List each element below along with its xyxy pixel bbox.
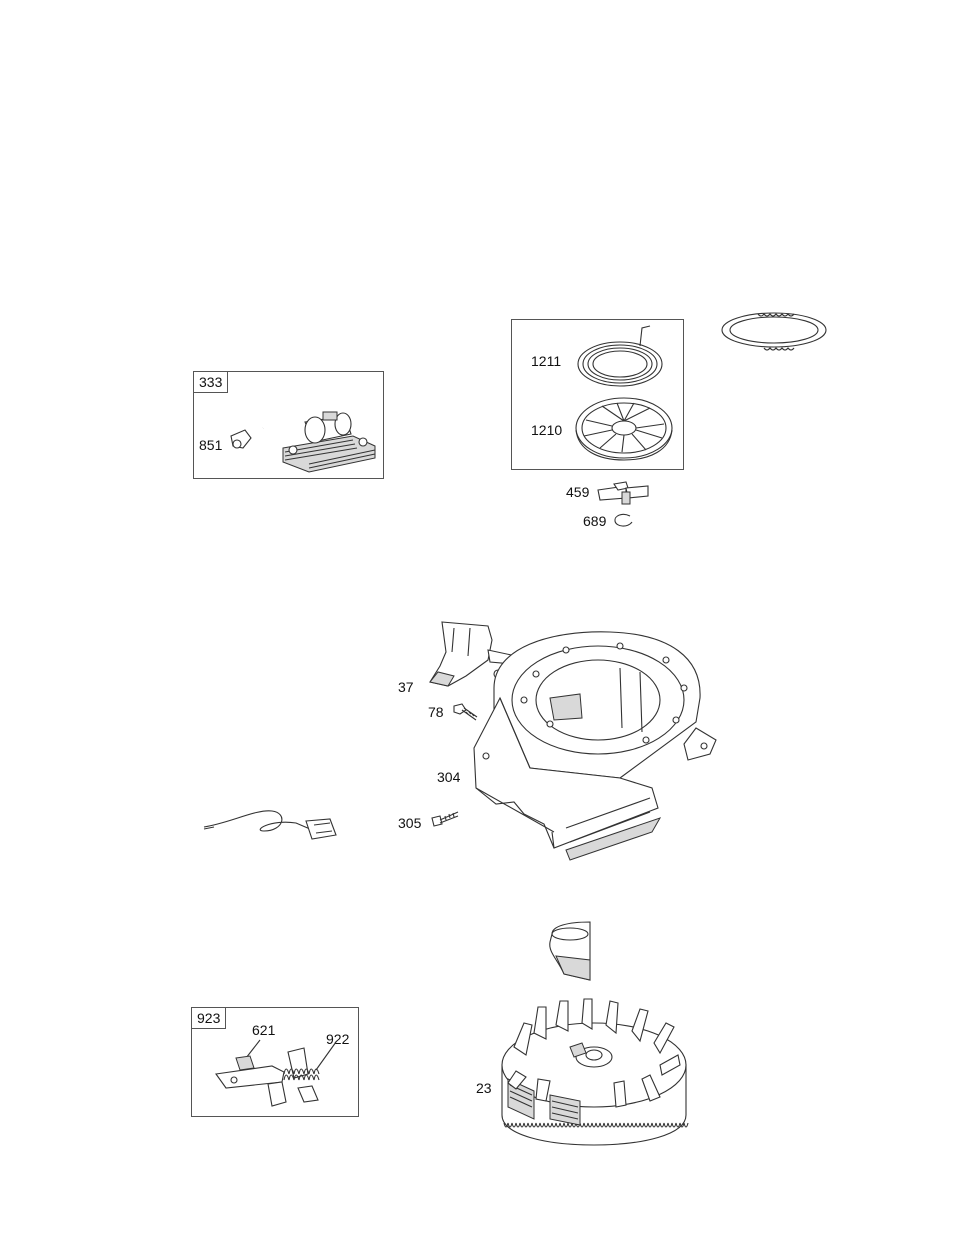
governor-kit-number: 923 <box>192 1008 226 1029</box>
starter-spring-illustration <box>718 304 834 364</box>
ground-wire-illustration <box>200 805 342 851</box>
governor-assembly-illustration <box>212 1036 352 1110</box>
blower-housing-illustration <box>470 628 720 864</box>
retainer-ring-illustration <box>612 512 636 530</box>
pawl-number: 459 <box>566 484 589 500</box>
retainer-ring-number: 689 <box>583 513 606 529</box>
housing-screw-number: 305 <box>398 815 421 831</box>
ignition-kit-number: 333 <box>194 372 228 393</box>
flywheel-number: 23 <box>476 1080 492 1096</box>
rewind-pulley-number: 1210 <box>531 422 562 438</box>
rewind-spring-illustration <box>570 322 680 392</box>
flywheel-illustration <box>494 995 694 1147</box>
rewind-spring-number: 1211 <box>531 353 561 369</box>
spark-plug-cover-number: 851 <box>199 437 222 453</box>
housing-screw-illustration <box>428 808 462 834</box>
ignition-armature-illustration <box>225 378 380 476</box>
pawl-illustration <box>596 476 654 506</box>
air-guide-number: 37 <box>398 679 414 695</box>
blower-housing-number: 304 <box>437 769 460 785</box>
guide-screw-number: 78 <box>428 704 444 720</box>
starter-cup-illustration <box>542 918 594 984</box>
rewind-pulley-illustration <box>572 388 684 464</box>
